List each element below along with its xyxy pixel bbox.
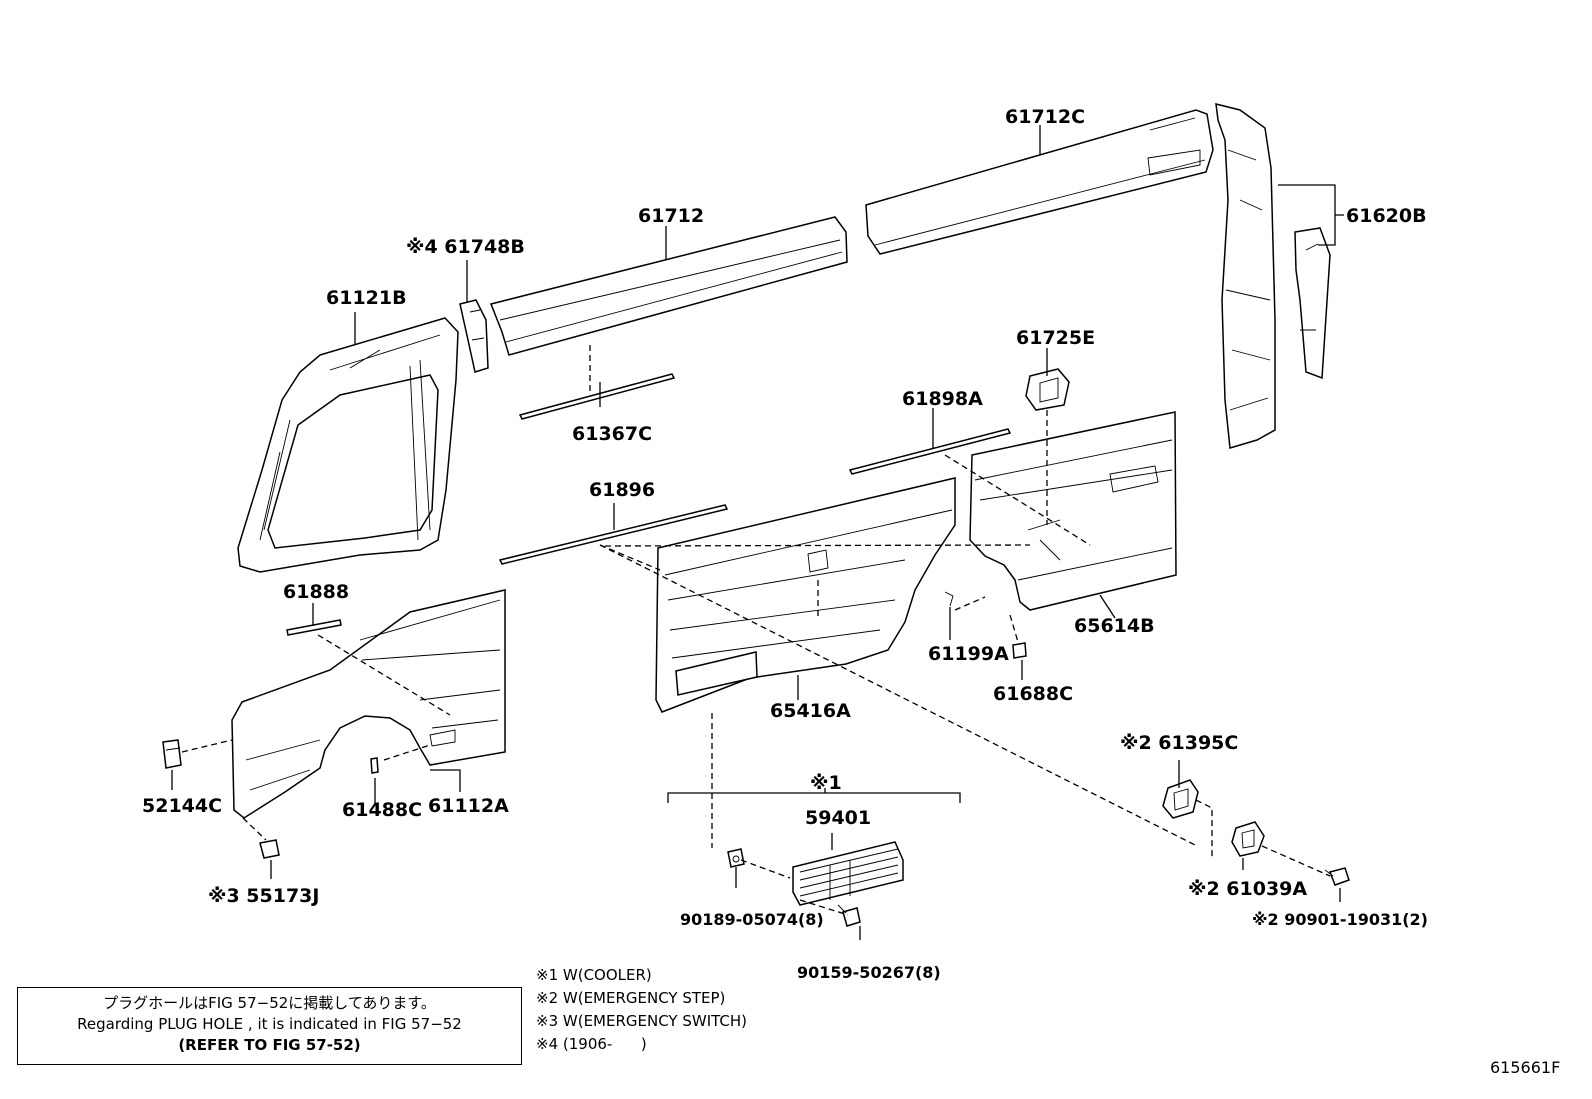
- part-65416a: [655, 477, 956, 713]
- part-61898a: [848, 428, 1012, 475]
- part-61199a: [944, 591, 954, 607]
- label-61112a: 61112A: [428, 795, 509, 817]
- part-61896: [498, 504, 729, 565]
- label-65614b: 65614B: [1074, 615, 1155, 637]
- part-61748b: [459, 299, 489, 373]
- part-61395c: [1162, 779, 1199, 819]
- part-61121b: [237, 317, 459, 573]
- part-61039a: [1231, 821, 1265, 857]
- label-61712: 61712: [638, 205, 704, 227]
- label-61367c: 61367C: [572, 423, 652, 445]
- part-61888: [286, 619, 342, 636]
- label-61121b: 61121B: [326, 287, 407, 309]
- part-61112a: [231, 589, 506, 819]
- footnote-1: ※1 W(COOLER): [536, 966, 652, 984]
- label-61712c: 61712C: [1005, 106, 1085, 128]
- label-59401: 59401: [805, 807, 871, 829]
- part-90901-bolt: [1324, 867, 1350, 886]
- part-65614b: [969, 411, 1177, 611]
- label-90159-50267: 90159-50267(8): [797, 963, 941, 982]
- leader-lines: [171, 125, 1344, 940]
- footnote-list: ※1 W(COOLER) ※2 W(EMERGENCY STEP) ※3 W(E…: [536, 964, 747, 1056]
- label-61039a: ※2 61039A: [1188, 878, 1307, 900]
- label-61748b: ※4 61748B: [406, 236, 525, 258]
- label-55173j: ※3 55173J: [208, 885, 319, 907]
- part-61688c: [1012, 642, 1027, 659]
- label-61620b: 61620B: [1346, 205, 1427, 227]
- label-90901-19031: ※2 90901-19031(2): [1252, 910, 1428, 929]
- part-90189-nut: [727, 848, 745, 868]
- part-61712c: [865, 109, 1214, 255]
- label-group-1: ※1: [810, 772, 842, 794]
- part-55173j: [259, 839, 280, 859]
- figure-code: 615661F: [1490, 1058, 1561, 1077]
- label-61199a: 61199A: [928, 643, 1009, 665]
- label-61688c: 61688C: [993, 683, 1073, 705]
- label-52144c: 52144C: [142, 795, 222, 817]
- part-61712: [489, 216, 848, 356]
- note-reference: (REFER TO FIG 57-52): [178, 1036, 361, 1054]
- label-61488c: 61488C: [342, 799, 422, 821]
- footnote-3: ※3 W(EMERGENCY SWITCH): [536, 1012, 748, 1030]
- dashed-lines: [181, 345, 1331, 916]
- part-61488c: [370, 757, 379, 774]
- note-english: Regarding PLUG HOLE , it is indicated in…: [77, 1015, 462, 1033]
- note-japanese: プラグホールはFIG 57−52に掲載してあります。: [103, 994, 436, 1012]
- label-61888: 61888: [283, 581, 349, 603]
- label-61898a: 61898A: [902, 388, 983, 410]
- part-61725e: [1025, 368, 1070, 411]
- label-61395c: ※2 61395C: [1120, 732, 1238, 754]
- label-61896: 61896: [589, 479, 655, 501]
- part-59401-grille: [792, 841, 904, 906]
- part-61620b: [1215, 103, 1331, 449]
- label-65416a: 65416A: [770, 700, 851, 722]
- part-52144c: [162, 739, 182, 769]
- part-61367c: [518, 373, 676, 420]
- part-90159-screw: [837, 904, 861, 927]
- footnote-4: ※4 (1906- ): [536, 1035, 647, 1053]
- footnote-2: ※2 W(EMERGENCY STEP): [536, 989, 726, 1007]
- label-61725e: 61725E: [1016, 327, 1095, 349]
- plug-hole-note: プラグホールはFIG 57−52に掲載してあります。 Regarding PLU…: [17, 987, 522, 1065]
- label-90189-05074: 90189-05074(8): [680, 910, 824, 929]
